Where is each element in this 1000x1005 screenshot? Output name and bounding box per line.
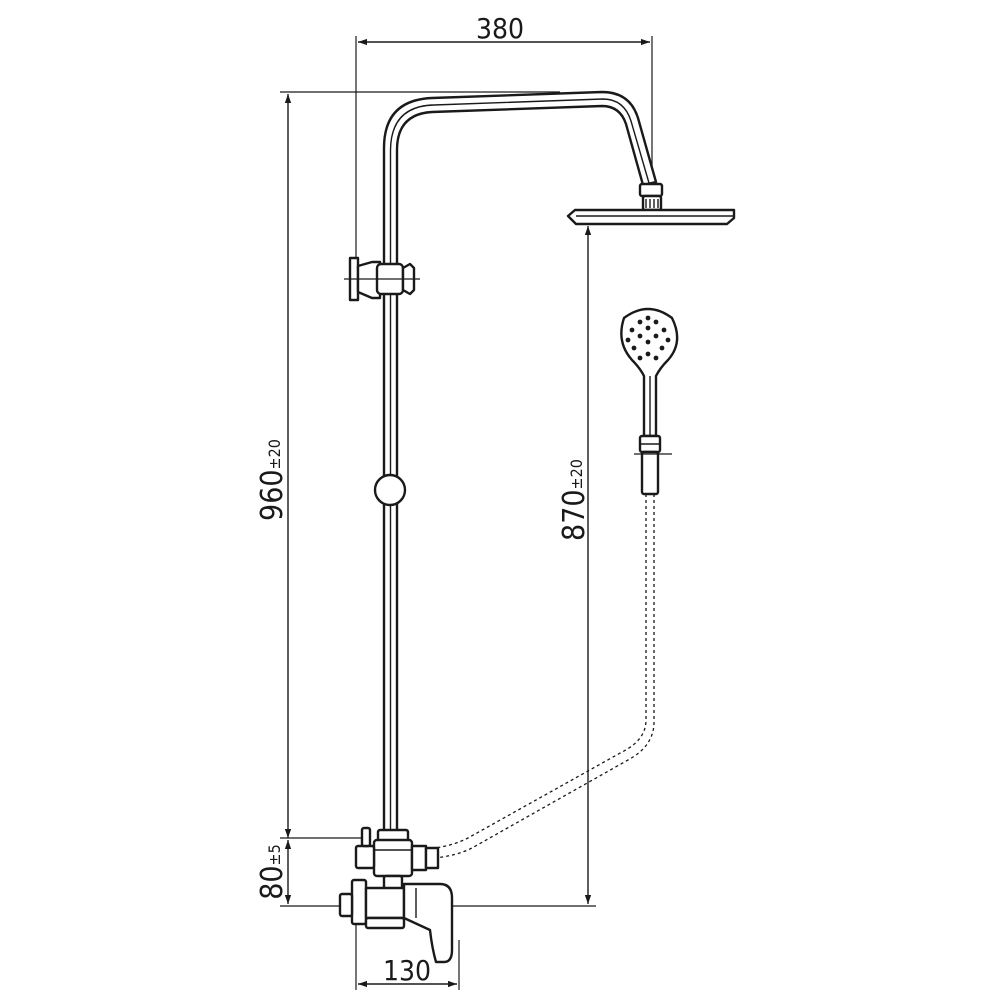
dimension-tol-shower-height: ±20: [567, 459, 586, 489]
hand-shower-face: [625, 315, 671, 361]
dimension-shower-height: 870±20: [448, 226, 596, 907]
dimension-mixer-width: 130: [355, 922, 460, 990]
hand-shower: [620, 307, 679, 496]
dimension-total-height: 960±20: [255, 91, 560, 907]
riser-pipe: [382, 90, 658, 834]
wall-bracket: [344, 256, 420, 302]
dimension-label-width-top: 380: [476, 12, 524, 45]
dimension-label-mixer-width: 130: [383, 954, 431, 987]
dimension-tol-total-height: ±20: [265, 439, 284, 469]
dimension-label-mixer-height: 80±5: [255, 844, 290, 900]
dimension-label-shower-height: 870±20: [557, 459, 592, 541]
dimension-value-total-height: 960: [255, 469, 290, 521]
dimension-value-shower-height: 870: [557, 489, 592, 541]
shower-head-overhead: [566, 182, 736, 226]
dimension-tol-mixer-height: ±5: [265, 844, 284, 865]
slider-knob: [373, 473, 407, 507]
dimension-label-total-height: 960±20: [255, 439, 290, 521]
dimension-mixer-height: 80±5: [255, 837, 370, 904]
diverter: [354, 826, 440, 886]
hand-shower-hose: [433, 494, 655, 859]
dimension-value-mixer-height: 80: [255, 865, 290, 899]
dimension-width-top: 380: [355, 12, 653, 300]
mixer-valve: [338, 874, 454, 964]
